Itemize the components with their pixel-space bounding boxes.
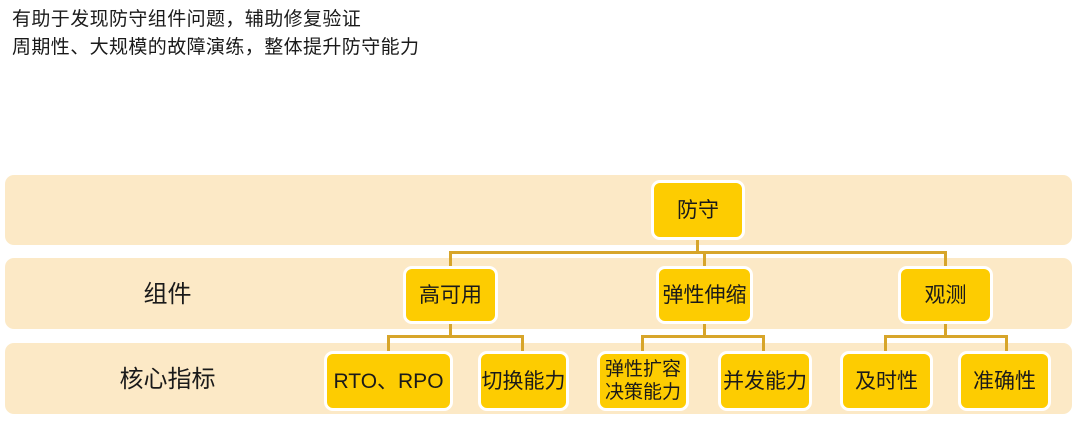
header-line-2: 周期性、大规模的故障演练，整体提升防守能力: [12, 37, 420, 58]
node-rto-rpo[interactable]: RTO、RPO: [324, 351, 453, 411]
node-elastic-scaling-decision[interactable]: 弹性扩容 决策能力: [597, 351, 689, 411]
connector-ob-stem: [944, 324, 947, 337]
connector-drop-accurate: [1005, 335, 1008, 352]
connector-root-stem: [696, 240, 699, 253]
connector-drop-es: [703, 251, 706, 267]
connector-root-bus: [449, 251, 947, 254]
node-elastic-scaling[interactable]: 弹性伸缩: [656, 266, 753, 324]
node-concurrency-capability[interactable]: 并发能力: [718, 351, 812, 411]
connector-drop-ha: [449, 251, 452, 267]
connector-drop-concur: [762, 335, 765, 352]
node-defense[interactable]: 防守: [651, 180, 745, 240]
node-observability[interactable]: 观测: [898, 266, 993, 324]
connector-ha-stem: [449, 324, 452, 337]
node-accuracy[interactable]: 准确性: [958, 351, 1051, 411]
connector-ha-bus: [387, 335, 524, 338]
row-band-components: [5, 258, 1072, 329]
connector-drop-switch: [521, 335, 524, 352]
header-line-1: 有助于发现防守组件问题，辅助修复验证: [12, 9, 362, 30]
row-label-metrics: 核心指标: [119, 366, 216, 393]
connector-es-stem: [703, 324, 706, 337]
connector-es-bus: [641, 335, 765, 338]
connector-drop-ob: [944, 251, 947, 267]
connector-ob-bus: [884, 335, 1008, 338]
node-timeliness[interactable]: 及时性: [840, 351, 933, 411]
connector-drop-scale: [641, 335, 644, 352]
row-label-components: 组件: [143, 281, 192, 308]
header-text-block: 有助于发现防守组件问题，辅助修复验证 周期性、大规模的故障演练，整体提升防守能力: [12, 6, 712, 62]
node-high-availability[interactable]: 高可用: [403, 266, 498, 324]
row-band-root: [5, 175, 1072, 245]
connector-drop-rto: [387, 335, 390, 352]
connector-drop-timely: [884, 335, 887, 352]
node-switchover-capability[interactable]: 切换能力: [478, 351, 569, 411]
